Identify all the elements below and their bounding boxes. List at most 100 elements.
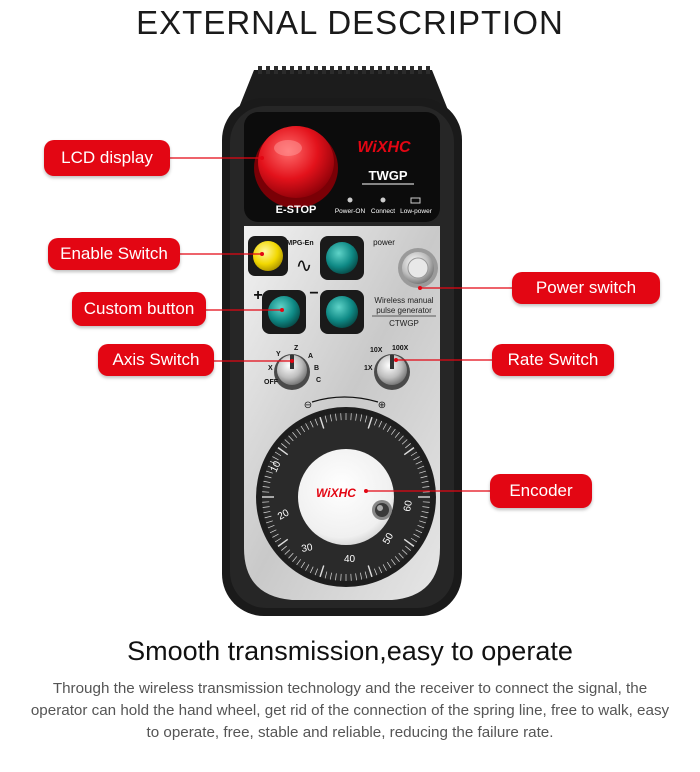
wheel-minus-icon: ⊖ <box>304 400 312 411</box>
dial-tick <box>274 451 282 457</box>
dial-tick <box>314 568 318 576</box>
dial-tick <box>309 420 314 428</box>
dial-tick <box>378 420 383 428</box>
dial-tick <box>284 439 291 445</box>
axis-a-label: A <box>308 353 313 360</box>
dial-tick <box>394 556 400 562</box>
axis-switch-knob[interactable] <box>274 354 310 390</box>
axis-z-label: Z <box>294 345 299 352</box>
dial-tick <box>422 486 430 488</box>
label-lcd-display: LCD display <box>44 140 170 176</box>
dial-tick <box>329 572 332 580</box>
dial-tick <box>335 413 337 421</box>
custom-button-1[interactable] <box>320 236 364 280</box>
dial-tick <box>355 413 357 421</box>
rate-1x-label: 1X <box>364 365 373 372</box>
dial-tick <box>360 414 363 422</box>
dial-tick <box>269 460 277 465</box>
dial-tick <box>374 568 378 576</box>
dial-tick <box>335 573 337 581</box>
rate-10x-label: 10X <box>370 347 383 354</box>
custom-button-3[interactable] <box>320 290 364 334</box>
enable-switch-button[interactable] <box>248 236 288 276</box>
dial-tick <box>266 470 273 474</box>
product-code: CTWGP <box>389 319 419 328</box>
dial-tick <box>415 460 423 465</box>
dial-tick <box>401 439 408 445</box>
dial-tick <box>324 571 328 579</box>
dial-tick <box>405 545 411 551</box>
dial-tick <box>386 425 392 433</box>
dial-tick <box>281 443 287 449</box>
power-switch-button[interactable] <box>398 248 438 288</box>
dial-tick <box>364 415 368 423</box>
dial-tick <box>419 470 426 474</box>
dial-tick <box>296 559 302 566</box>
dial-tick <box>382 423 387 430</box>
dial-tick <box>378 566 383 574</box>
dial-tick <box>367 416 373 429</box>
product-line-1: Wireless manual <box>374 296 433 305</box>
dial-tick <box>403 538 415 547</box>
indicator-power-on: Power-ON <box>335 208 366 215</box>
dial-tick <box>364 571 368 579</box>
connect-led-icon <box>380 197 386 203</box>
custom-button-2[interactable] <box>262 290 306 334</box>
dial-tick <box>281 545 287 551</box>
e-stop-button[interactable] <box>254 126 338 208</box>
dial-tick <box>421 480 429 483</box>
dial-tick <box>272 456 279 461</box>
dial-tick <box>272 533 279 538</box>
dial-tick <box>398 435 404 442</box>
dial-tick <box>309 566 314 574</box>
plus-symbol: + <box>253 287 262 304</box>
dial-tick <box>262 506 270 508</box>
dial-tick <box>284 549 291 555</box>
dial-number-30: 30 <box>301 542 314 555</box>
dial-tick <box>305 564 310 571</box>
axis-c-label: C <box>316 377 321 384</box>
dial-number-60: 60 <box>402 499 415 512</box>
dial-tick <box>329 414 332 422</box>
dial-tick <box>292 556 298 562</box>
rate-100x-label: 100X <box>392 345 409 352</box>
dial-tick <box>267 525 275 529</box>
brand-logo: WiXHC <box>357 139 411 156</box>
model-name: TWGP <box>369 168 408 183</box>
dial-tick <box>324 415 328 423</box>
encoder-wheel[interactable]: WiXHC <box>256 407 436 587</box>
dial-tick <box>266 520 273 524</box>
dial-tick <box>360 572 363 580</box>
dial-tick <box>422 506 430 508</box>
dial-tick <box>269 529 277 534</box>
label-enable-switch: Enable Switch <box>48 238 180 270</box>
dial-tick <box>264 515 272 519</box>
dial-tick <box>263 480 271 483</box>
minus-symbol: − <box>309 285 318 302</box>
dial-tick <box>390 559 396 566</box>
label-custom-button: Custom button <box>72 292 206 326</box>
dial-tick <box>262 486 270 488</box>
power-text: power <box>373 238 395 247</box>
dial-tick <box>300 561 306 569</box>
axis-off-label: OFF <box>264 379 279 386</box>
dial-tick <box>277 447 289 456</box>
dial-tick <box>319 416 325 429</box>
headline: Smooth transmission,easy to operate <box>127 636 573 666</box>
tilde-symbol: ∿ <box>296 255 313 277</box>
dial-tick <box>410 451 418 457</box>
dial-tick <box>413 533 420 538</box>
dial-number-50: 50 <box>381 531 396 547</box>
dial-tick <box>398 552 404 559</box>
dial-tick <box>319 565 325 578</box>
label-rate-switch: Rate Switch <box>492 344 614 376</box>
axis-y-label: Y <box>276 351 281 358</box>
label-encoder: Encoder <box>490 474 592 508</box>
dial-tick <box>415 529 423 534</box>
axis-b-label: B <box>314 365 319 372</box>
indicator-lights: Power-ON Connect Low-power <box>335 197 433 215</box>
dial-tick <box>419 520 426 524</box>
rate-switch-knob[interactable] <box>374 354 410 390</box>
device-illustration: E-STOP WiXHC TWGP Power-ON Connect Low-p… <box>170 66 512 616</box>
dial-tick <box>382 564 387 571</box>
